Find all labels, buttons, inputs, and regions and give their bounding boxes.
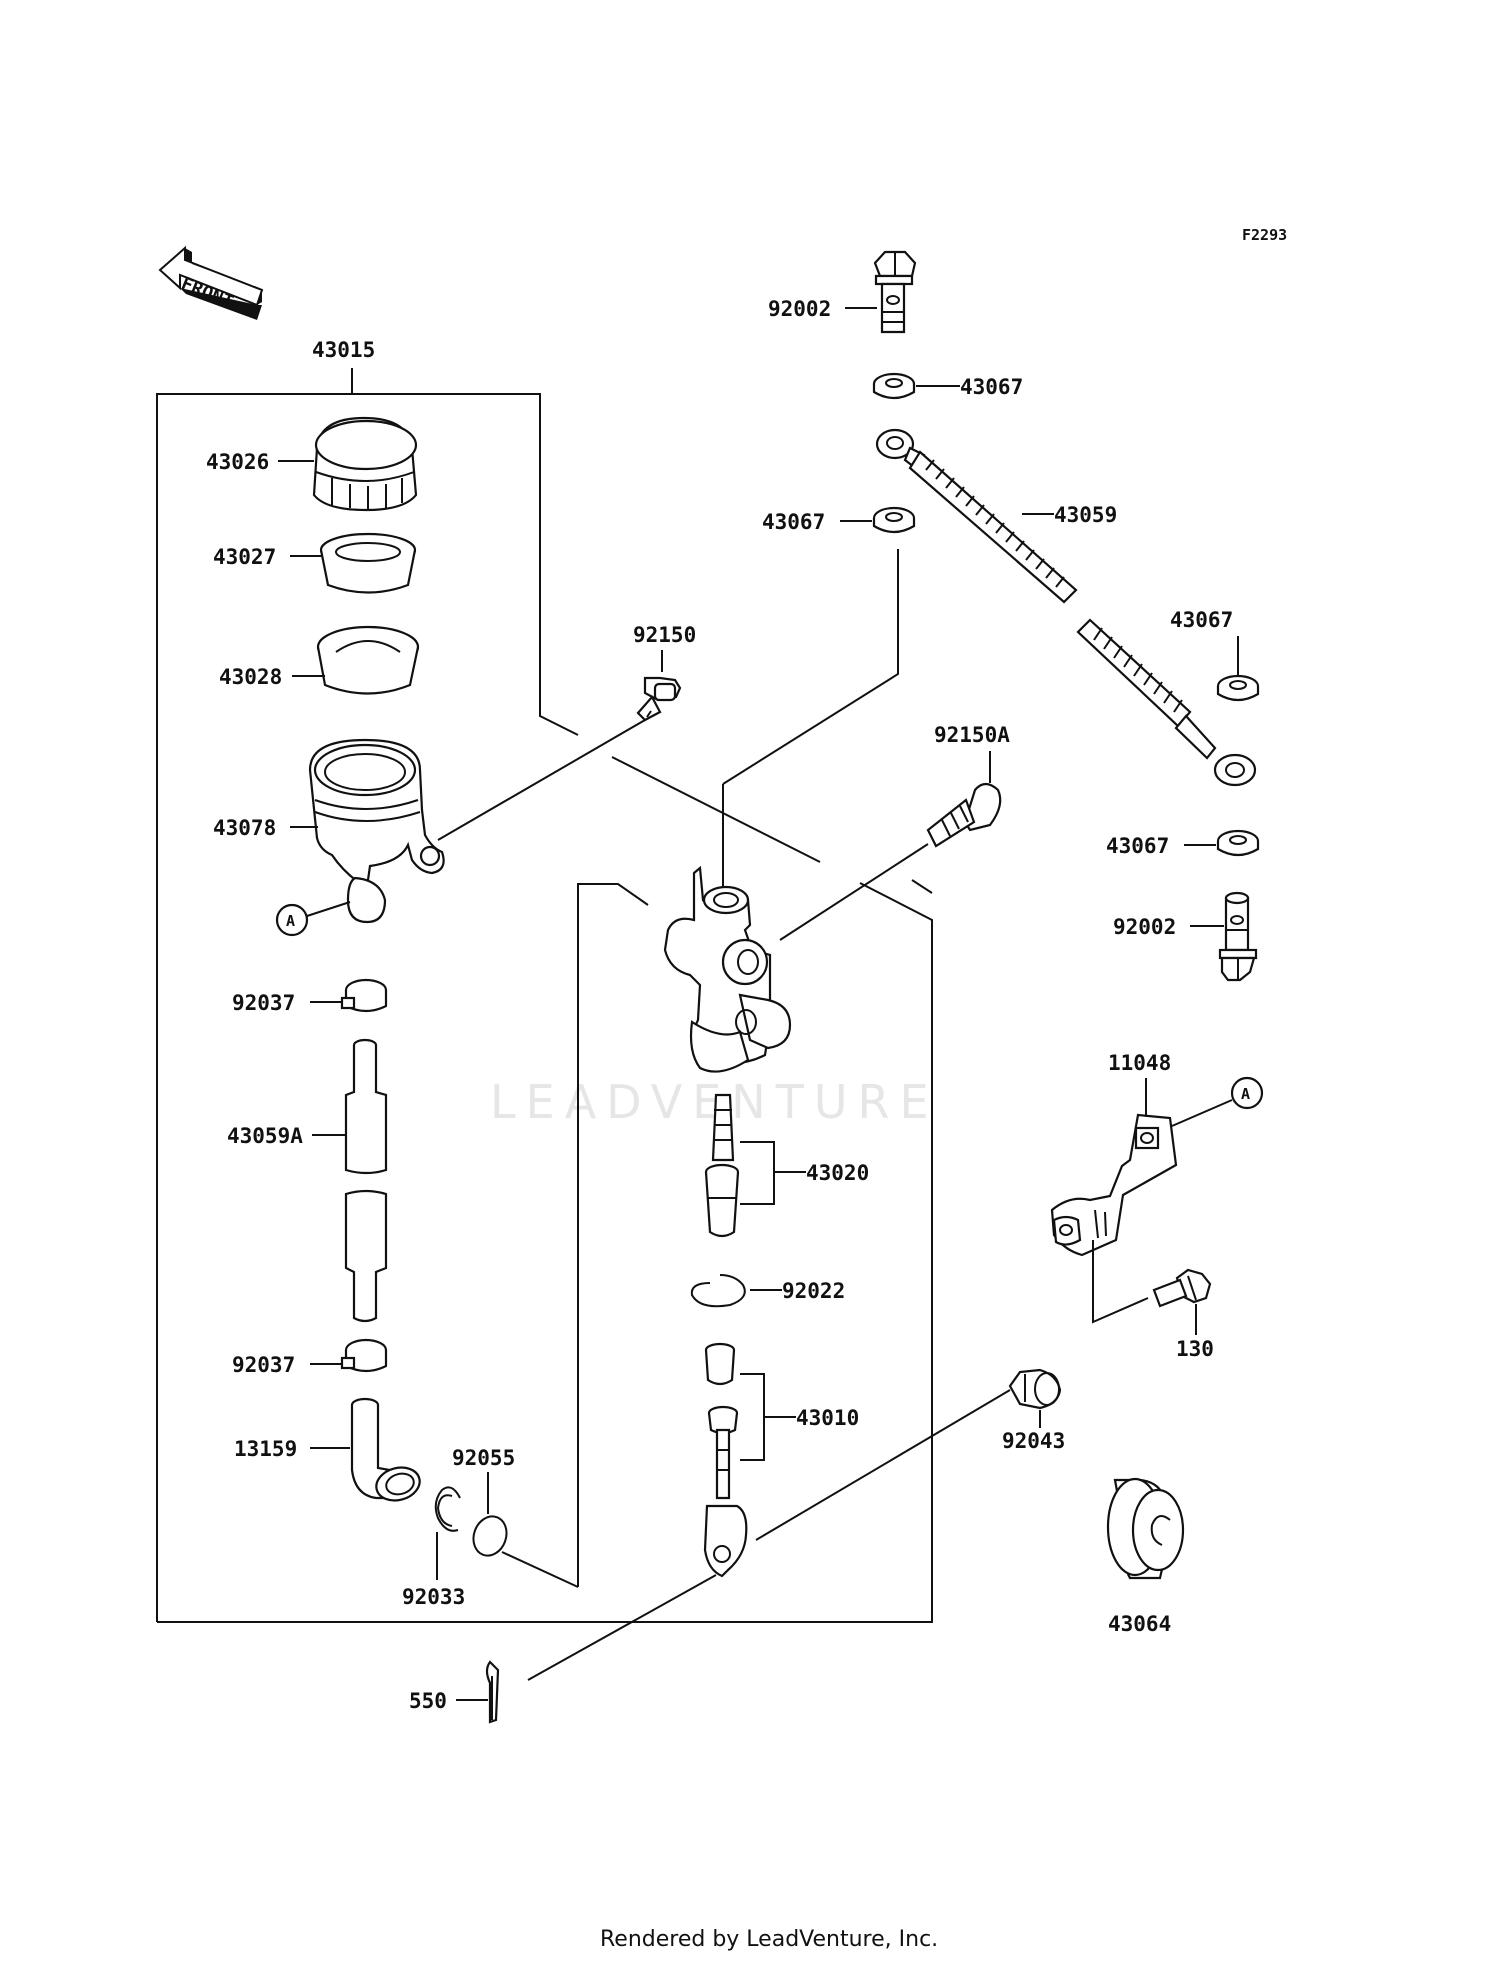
label-43067-d: 43067 [1106, 834, 1169, 858]
label-550: 550 [409, 1689, 447, 1713]
svg-text:A: A [286, 912, 295, 930]
circlip-92022 [690, 1274, 746, 1308]
screw-92150 [636, 676, 682, 722]
o-ring-92055 [472, 1515, 508, 1557]
footer-credit: Rendered by LeadVenture, Inc. [600, 1927, 938, 1952]
washer-43067-2 [872, 506, 916, 534]
mounting-bracket [1050, 1113, 1178, 1257]
clevis-pin-92043 [1008, 1368, 1062, 1410]
label-130: 130 [1176, 1337, 1214, 1361]
label-43027: 43027 [213, 545, 276, 569]
label-43028: 43028 [219, 665, 282, 689]
bolt-130 [1152, 1268, 1212, 1308]
label-92037-upper: 92037 [232, 991, 295, 1015]
reservoir-cap [312, 416, 418, 512]
label-43067-b: 43067 [762, 510, 825, 534]
svg-text:A: A [1241, 1085, 1250, 1103]
label-92033: 92033 [402, 1585, 465, 1609]
label-43020: 43020 [806, 1161, 869, 1185]
cotter-pin-550 [485, 1660, 500, 1724]
label-43067-c: 43067 [1170, 608, 1233, 632]
diaphragm [316, 625, 420, 695]
label-43010: 43010 [796, 1406, 859, 1430]
label-43059A: 43059A [227, 1124, 303, 1148]
label-92150A: 92150A [934, 723, 1010, 747]
washer-43067-1 [872, 372, 916, 400]
banjo-bolt-upper [873, 250, 917, 334]
banjo-bolt-lower [1218, 891, 1258, 982]
callout-a-left: A [275, 901, 351, 937]
master-cylinder-body [663, 865, 792, 1073]
boot-43064 [1106, 1477, 1185, 1580]
label-43015: 43015 [312, 338, 375, 362]
primary-cup-set [704, 1093, 740, 1238]
hose-clamp-lower [340, 1338, 388, 1373]
label-43067-a: 43067 [960, 375, 1023, 399]
label-92002-lower: 92002 [1113, 915, 1176, 939]
washer-43067-3 [1216, 674, 1260, 702]
label-92002-upper: 92002 [768, 297, 831, 321]
circlip-92033 [434, 1486, 461, 1532]
hose-elbow [350, 1397, 421, 1502]
label-92037-lower: 92037 [232, 1353, 295, 1377]
push-rod-assembly [703, 1342, 748, 1578]
hose-clamp-upper [340, 978, 388, 1013]
diagram-code: F2293 [1242, 226, 1287, 244]
label-43064: 43064 [1108, 1612, 1171, 1636]
washer-43067-4 [1216, 829, 1260, 857]
label-92055: 92055 [452, 1446, 515, 1470]
diaphragm-plate [319, 532, 417, 594]
front-arrow-icon: FRONT [158, 245, 264, 320]
callout-a-right: A [1230, 1076, 1264, 1110]
brake-hose [875, 428, 1257, 787]
watermark: LEADVENTURE [490, 1075, 939, 1129]
label-92043: 92043 [1002, 1429, 1065, 1453]
label-92150: 92150 [633, 623, 696, 647]
reservoir-hose [344, 1038, 388, 1323]
label-13159: 13159 [234, 1437, 297, 1461]
label-11048: 11048 [1108, 1051, 1171, 1075]
bolt-92150A [926, 782, 1002, 848]
label-43026: 43026 [206, 450, 269, 474]
label-43078: 43078 [213, 816, 276, 840]
master-cylinder-group-bracket [156, 368, 933, 1623]
label-43059: 43059 [1054, 503, 1117, 527]
reservoir [308, 738, 445, 924]
label-92022: 92022 [782, 1279, 845, 1303]
